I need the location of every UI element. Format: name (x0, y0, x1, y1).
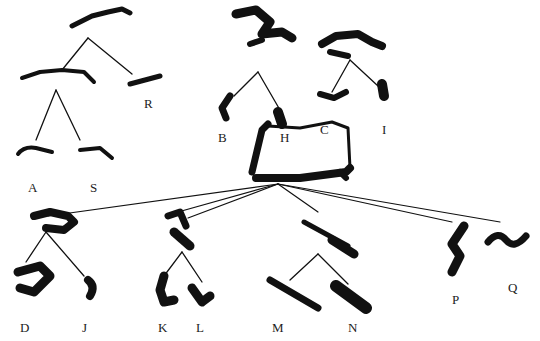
fragment-letter: K (158, 321, 167, 334)
fragment-node: J (74, 272, 108, 336)
fragment-shape (150, 268, 186, 336)
fragment-node: L (184, 278, 218, 336)
fragment-letter: P (452, 293, 459, 306)
fragment-letter: L (196, 321, 204, 334)
fragment-node: M (262, 272, 326, 336)
fragment-shape (262, 272, 326, 336)
fragment-letter: R (144, 97, 153, 110)
fragment-node: N (328, 278, 376, 336)
fragment-letter: J (82, 321, 87, 334)
fragment-letter: B (218, 131, 227, 144)
fragment-letter: D (20, 321, 29, 334)
fragment-shape (212, 88, 248, 142)
fragment-node: C (314, 82, 362, 134)
fragment-node: I (366, 76, 400, 134)
fragment-letter: H (280, 131, 289, 144)
fragment-node: D (10, 258, 62, 336)
fragment-node: S (74, 140, 120, 194)
fragment-letter: I (382, 123, 386, 136)
fragment-node: Q (482, 224, 536, 294)
fragment-letter: S (90, 181, 97, 194)
fragment-node: A (12, 140, 62, 194)
fragment-node: R (124, 70, 168, 108)
fragment-shape (74, 272, 108, 336)
fragment-node: P (438, 218, 482, 306)
fragment-shape (438, 218, 482, 306)
fragment-node: H (266, 106, 296, 142)
fragment-letter: M (272, 321, 284, 334)
fragment-node: B (212, 88, 248, 142)
fragment-letter: Q (508, 281, 517, 294)
fragment-letter: A (28, 181, 37, 194)
fragment-node: K (150, 268, 186, 336)
fragment-letter: C (320, 123, 329, 136)
fragment-shape (10, 258, 62, 336)
fragment-letter: N (348, 321, 357, 334)
